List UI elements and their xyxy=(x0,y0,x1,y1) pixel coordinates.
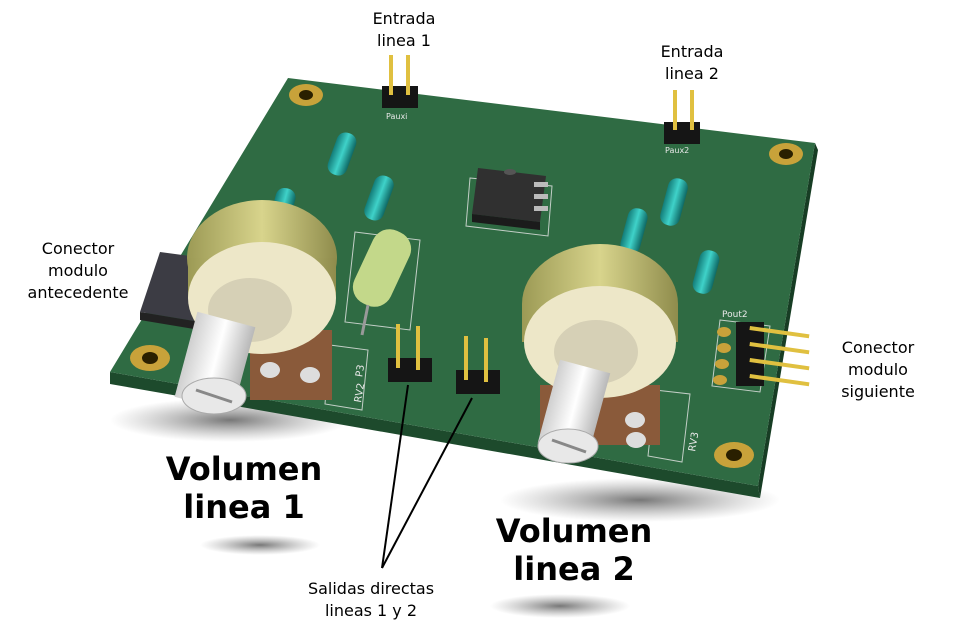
silkscreen-pin-2: Paux2 xyxy=(665,146,689,155)
capacitor xyxy=(364,175,394,221)
electrolytic-capacitor xyxy=(352,229,412,336)
silkscreen-pin-1: Pauxi xyxy=(386,112,407,121)
label-volumen-linea-1: Volumen linea 1 xyxy=(165,450,323,526)
mounting-hole xyxy=(769,143,803,165)
label-conector-antecedente: Conector modulo antecedente xyxy=(27,239,129,302)
silkscreen-rv2: RV2 xyxy=(353,382,367,403)
label-entrada-linea-2: Entrada linea 2 xyxy=(660,42,724,83)
silkscreen-pout2: Pout2 xyxy=(722,310,748,320)
potentiometer-volumen-2 xyxy=(522,244,678,464)
ic-chip xyxy=(472,168,548,230)
potentiometer-volumen-1 xyxy=(174,200,337,415)
capacitor xyxy=(692,250,720,294)
silkscreen-p3: P3 xyxy=(354,364,367,378)
silkscreen-rv3: RV3 xyxy=(687,431,701,452)
label-volumen-linea-2: Volumen linea 2 xyxy=(495,512,653,588)
label-conector-siguiente: Conector modulo siguiente xyxy=(841,338,915,401)
header-salida-linea-1 xyxy=(388,324,432,382)
header-conector-siguiente xyxy=(713,322,810,387)
pointer-line xyxy=(381,384,409,569)
pcb-board-edge xyxy=(110,372,760,498)
pcb-board-edge xyxy=(758,143,818,498)
board-shadow xyxy=(490,594,630,618)
board-shadow xyxy=(200,535,320,555)
mounting-hole xyxy=(130,345,170,371)
label-entrada-linea-1: Entrada linea 1 xyxy=(372,9,436,50)
pointer-line xyxy=(381,397,473,569)
capacitor xyxy=(327,132,357,176)
mounting-hole xyxy=(289,84,323,106)
capacitor xyxy=(660,178,688,226)
mounting-hole xyxy=(714,442,754,468)
header-entrada-linea-2 xyxy=(664,90,700,144)
header-salida-linea-2 xyxy=(456,336,500,394)
capacitor xyxy=(620,208,648,254)
label-salidas-directas: Salidas directas lineas 1 y 2 xyxy=(307,579,435,620)
header-entrada-linea-1 xyxy=(382,55,418,108)
